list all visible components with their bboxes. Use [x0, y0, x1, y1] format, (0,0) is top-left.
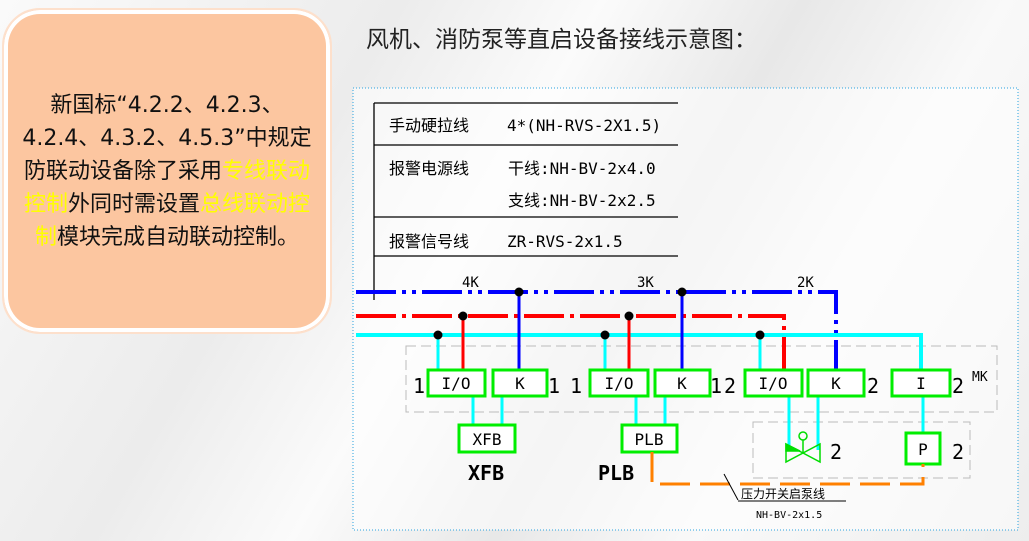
count: 1	[570, 374, 582, 398]
count: 2	[952, 440, 964, 464]
module-io-2: I/O	[605, 374, 634, 393]
module-io-1: I/O	[442, 374, 471, 393]
count: 2	[830, 440, 842, 464]
module-k-2: K	[677, 374, 687, 393]
power-main: 干线:NH-BV-2x4.0	[508, 159, 656, 178]
count: 1	[548, 374, 560, 398]
pressure-line	[650, 452, 925, 486]
pressure-switch-label: P	[918, 440, 928, 459]
signal-wire	[356, 333, 923, 370]
note-highlight: 专线联动控制	[23, 158, 311, 217]
count: 2	[724, 374, 736, 398]
module-group-box	[405, 345, 998, 413]
count: 2	[952, 374, 964, 398]
pressure-line-label: 压力开关启泵线	[741, 487, 825, 501]
wire-label-2k: 2K	[797, 275, 814, 291]
drops	[436, 292, 925, 450]
legend-table	[373, 102, 678, 300]
signal-value: ZR-RVS-2x1.5	[507, 232, 623, 251]
wire-label-4k: 4K	[462, 275, 479, 291]
note-part: 新国标“4.2.2、4.2.3、4.2.4、4.3.2、4.5.3”中规定防联动…	[22, 92, 312, 184]
note-card: 新国标“4.2.2、4.2.3、4.2.4、4.3.2、4.5.3”中规定防联动…	[2, 8, 332, 334]
module-io-3: I/O	[759, 374, 788, 393]
note-part: 模块完成自动联动控制。	[57, 224, 300, 250]
note-part: 外同时需设置	[67, 191, 200, 217]
leader-line	[723, 473, 739, 501]
module-k-3: K	[831, 374, 841, 393]
module-k-1: K	[515, 374, 525, 393]
plb-box-label: PLB	[635, 430, 664, 449]
plb-label: PLB	[598, 461, 634, 485]
power-branch: 支线:NH-BV-2x2.5	[508, 191, 656, 210]
manual-label: 手动硬拉线	[389, 116, 469, 135]
page-title: 风机、消防泵等直启设备接线示意图：	[366, 27, 757, 53]
signal-label: 报警信号线	[389, 232, 469, 251]
manual-value: 4*(NH-RVS-2X1.5)	[507, 116, 661, 135]
valve-icon	[785, 431, 821, 464]
xfb-label: XFB	[468, 461, 504, 485]
power-wire	[356, 314, 786, 370]
power-label: 报警电源线	[389, 159, 469, 178]
note-highlight: 总线联动控制	[34, 191, 311, 250]
xfb-box-label: XFB	[473, 430, 502, 449]
module-i: I	[916, 374, 926, 393]
module-boxes	[426, 368, 952, 466]
mk-label: MK	[972, 370, 988, 385]
count: 1	[710, 374, 722, 398]
pressure-cable: NH-BV-2x1.5	[756, 510, 822, 521]
count: 2	[867, 374, 879, 398]
wire-label-3k: 3K	[637, 275, 654, 291]
count: 1	[413, 374, 425, 398]
field-device-box	[752, 421, 971, 479]
junction-dots	[433, 287, 765, 340]
note-text: 新国标“4.2.2、4.2.3、4.2.4、4.3.2、4.5.3”中规定防联动…	[4, 89, 330, 254]
